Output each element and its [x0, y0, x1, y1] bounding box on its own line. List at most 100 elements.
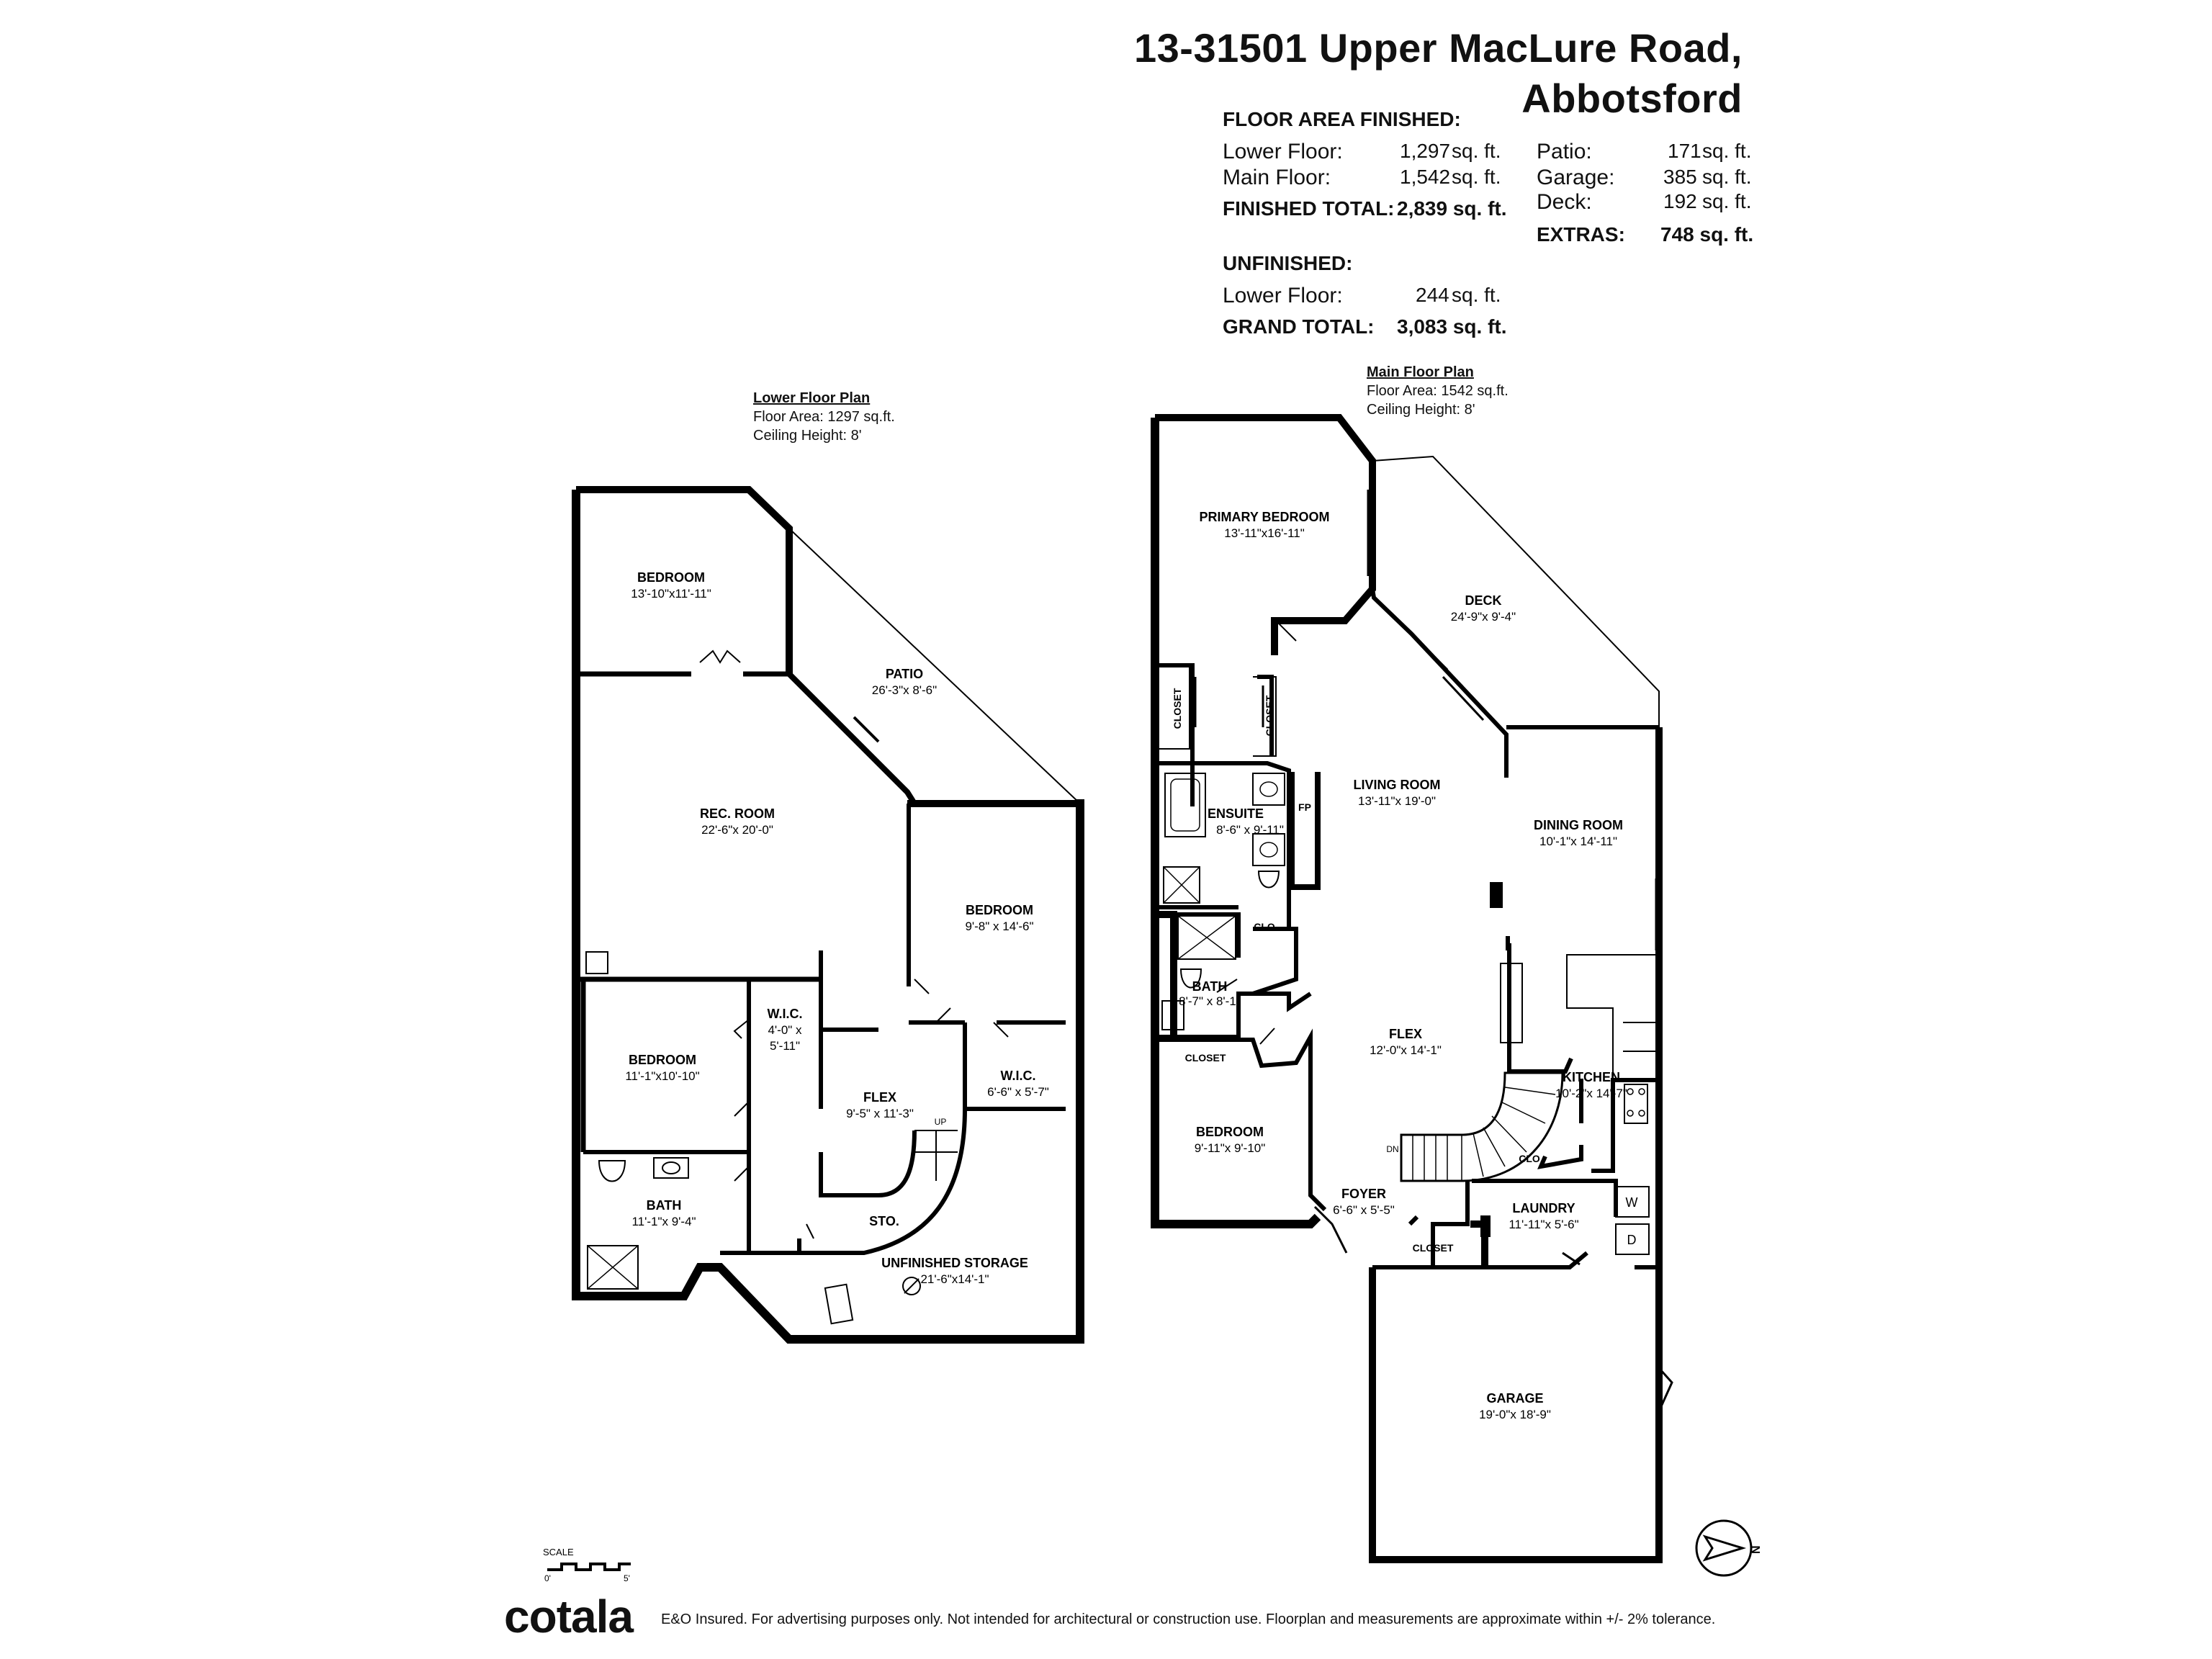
scale-five: 5' [624, 1573, 630, 1583]
ensuite-dim: 8'-6" x 9'-11" [1216, 823, 1284, 837]
patio-dim: 26'-3"x 8'-6" [872, 683, 937, 697]
main-floor-value: 1,542 [1400, 166, 1451, 188]
lower-bedroom3-name: BEDROOM [629, 1053, 696, 1067]
deck-value: 192 [1663, 190, 1697, 212]
lower-bedroom2-name: BEDROOM [966, 903, 1033, 917]
deck-unit: sq. ft. [1702, 190, 1752, 212]
address-line-2: Abbotsford [1521, 76, 1743, 121]
lower-flex-name: FLEX [863, 1090, 896, 1105]
scale-zero: 0' [544, 1573, 551, 1583]
garage-unit: sq. ft. [1702, 166, 1752, 188]
lower-floor-labels: BEDROOM 13'-10"x11'-11" PATIO 26'-3"x 8'… [625, 570, 1048, 1286]
lower-bedroom1-dim: 13'-10"x11'-11" [631, 587, 711, 601]
compass-icon: N [1695, 1519, 1763, 1577]
patio-value: 171 [1668, 140, 1701, 162]
lower-flex-dim: 9'-5" x 11'-3" [846, 1107, 914, 1120]
main-plan-ceiling: Ceiling Height: 8' [1367, 402, 1475, 418]
fireplace-label: FP [1298, 801, 1311, 813]
unfinished-lower-label: Lower Floor: [1223, 284, 1343, 307]
finished-total-value: 2,839 sq. ft. [1397, 197, 1507, 220]
wic1-dim1: 4'-0" x [768, 1023, 802, 1037]
lower-bedroom1-name: BEDROOM [637, 570, 705, 585]
laundry-dim: 11'-11"x 5'-6" [1509, 1218, 1578, 1231]
primary-bedroom-dim: 13'-11"x16'-11" [1224, 526, 1305, 540]
dryer-label: D [1627, 1233, 1637, 1247]
wall-fills [1480, 1215, 1491, 1237]
lower-plan-header: Lower Floor Plan Floor Area: 1297 sq.ft.… [753, 389, 895, 445]
extras-value: 748 sq. ft. [1660, 223, 1754, 246]
rec-room-name: REC. ROOM [700, 806, 775, 821]
storage-dim: 21'-6"x14'-1" [920, 1272, 989, 1286]
patio-name: PATIO [886, 667, 923, 681]
kitchen-dim: 10'-2"x 14'-7" [1555, 1087, 1627, 1100]
wic1-dim2: 5'-11" [770, 1039, 800, 1053]
main-flex-name: FLEX [1389, 1027, 1422, 1041]
main-bath-name: BATH [1192, 979, 1228, 994]
garage-name: GARAGE [1486, 1391, 1543, 1406]
wic1-name: W.I.C. [768, 1007, 803, 1021]
main-floor-unit: sq. ft. [1452, 166, 1501, 188]
closet-b-label: CLOSET [1264, 695, 1275, 736]
main-floor-walls [1151, 414, 1673, 1563]
deck-label: Deck: [1537, 190, 1592, 214]
lower-bedroom3-dim: 11'-1"x10'-10" [625, 1069, 699, 1083]
lower-bedroom2-dim: 9'-8" x 14'-6" [965, 920, 1033, 933]
closet-d-label: CLOSET [1413, 1242, 1454, 1254]
lower-plan-title: Lower Floor Plan [753, 390, 871, 406]
primary-bedroom-name: PRIMARY BEDROOM [1199, 510, 1329, 524]
lower-bath-name: BATH [647, 1198, 682, 1213]
living-room-name: LIVING ROOM [1354, 778, 1441, 792]
living-room-dim: 13'-11"x 19'-0" [1358, 794, 1436, 808]
main-floor-label: Main Floor: [1223, 166, 1331, 189]
finished-total-label: FINISHED TOTAL: [1223, 197, 1395, 220]
address-line-1: 13-31501 Upper MacLure Road, [1134, 25, 1743, 71]
dining-room-dim: 10'-1"x 14'-11" [1539, 835, 1617, 848]
unfinished-heading: UNFINISHED: [1223, 252, 1353, 274]
lower-plan-ceiling: Ceiling Height: 8' [753, 428, 862, 444]
deck-dim: 24'-9"x 9'-4" [1451, 610, 1516, 624]
scale-bar-icon: SCALE 0' 5' [543, 1547, 631, 1583]
footer-disclaimer: E&O Insured. For advertising purposes on… [661, 1611, 1716, 1627]
stairs-up-label: UP [935, 1117, 947, 1127]
main-bedroom-name: BEDROOM [1196, 1125, 1264, 1139]
washer-label: W [1626, 1195, 1638, 1210]
wic2-dim: 6'-6" x 5'-7" [987, 1085, 1049, 1099]
scale-label: SCALE [543, 1547, 574, 1557]
main-floor-labels: PRIMARY BEDROOM 13'-11"x16'-11" DECK 24'… [1172, 510, 1638, 1421]
compass-north-label: N [1750, 1545, 1763, 1554]
cotala-logo: cotala [504, 1591, 634, 1642]
foyer-dim: 6'-6" x 5'-5" [1333, 1203, 1395, 1217]
deck-name: DECK [1465, 593, 1501, 608]
lower-plan-area: Floor Area: 1297 sq.ft. [753, 409, 895, 425]
main-plan-title: Main Floor Plan [1367, 364, 1474, 380]
closet-c-label: CLOSET [1185, 1052, 1226, 1064]
ensuite-name: ENSUITE [1208, 806, 1264, 821]
lower-floor-label: Lower Floor: [1223, 140, 1343, 163]
rec-room-dim: 22'-6"x 20'-0" [701, 823, 773, 837]
clo2-label: CLO. [1519, 1153, 1542, 1164]
unfinished-lower-unit: sq. ft. [1452, 284, 1501, 306]
closet-a-label: CLOSET [1172, 688, 1183, 729]
foyer-name: FOYER [1341, 1187, 1386, 1201]
garage-label: Garage: [1537, 166, 1615, 189]
clo-label: CLO. [1254, 921, 1277, 932]
garage-dim: 19'-0"x 18'-9" [1479, 1408, 1551, 1421]
wic2-name: W.I.C. [1001, 1069, 1036, 1083]
stairs-down-label: DN [1386, 1144, 1398, 1154]
lower-floor-value: 1,297 [1400, 140, 1451, 162]
unfinished-lower-value: 244 [1416, 284, 1449, 306]
sto-name: STO. [869, 1214, 899, 1228]
finished-heading: FLOOR AREA FINISHED: [1223, 108, 1461, 130]
kitchen-name: KITCHEN [1563, 1070, 1620, 1084]
storage-name: UNFINISHED STORAGE [881, 1256, 1028, 1270]
grand-total-value: 3,083 sq. ft. [1397, 315, 1507, 338]
main-bath-dim: 8'-7" x 8'-1" [1179, 994, 1241, 1008]
grand-total-label: GRAND TOTAL: [1223, 315, 1375, 338]
main-flex-dim: 12'-0"x 14'-1" [1370, 1043, 1442, 1057]
main-plan-header: Main Floor Plan Floor Area: 1542 sq.ft. … [1367, 363, 1509, 419]
laundry-name: LAUNDRY [1512, 1201, 1575, 1215]
main-bedroom-dim: 9'-11"x 9'-10" [1195, 1141, 1266, 1155]
patio-label: Patio: [1537, 140, 1592, 163]
